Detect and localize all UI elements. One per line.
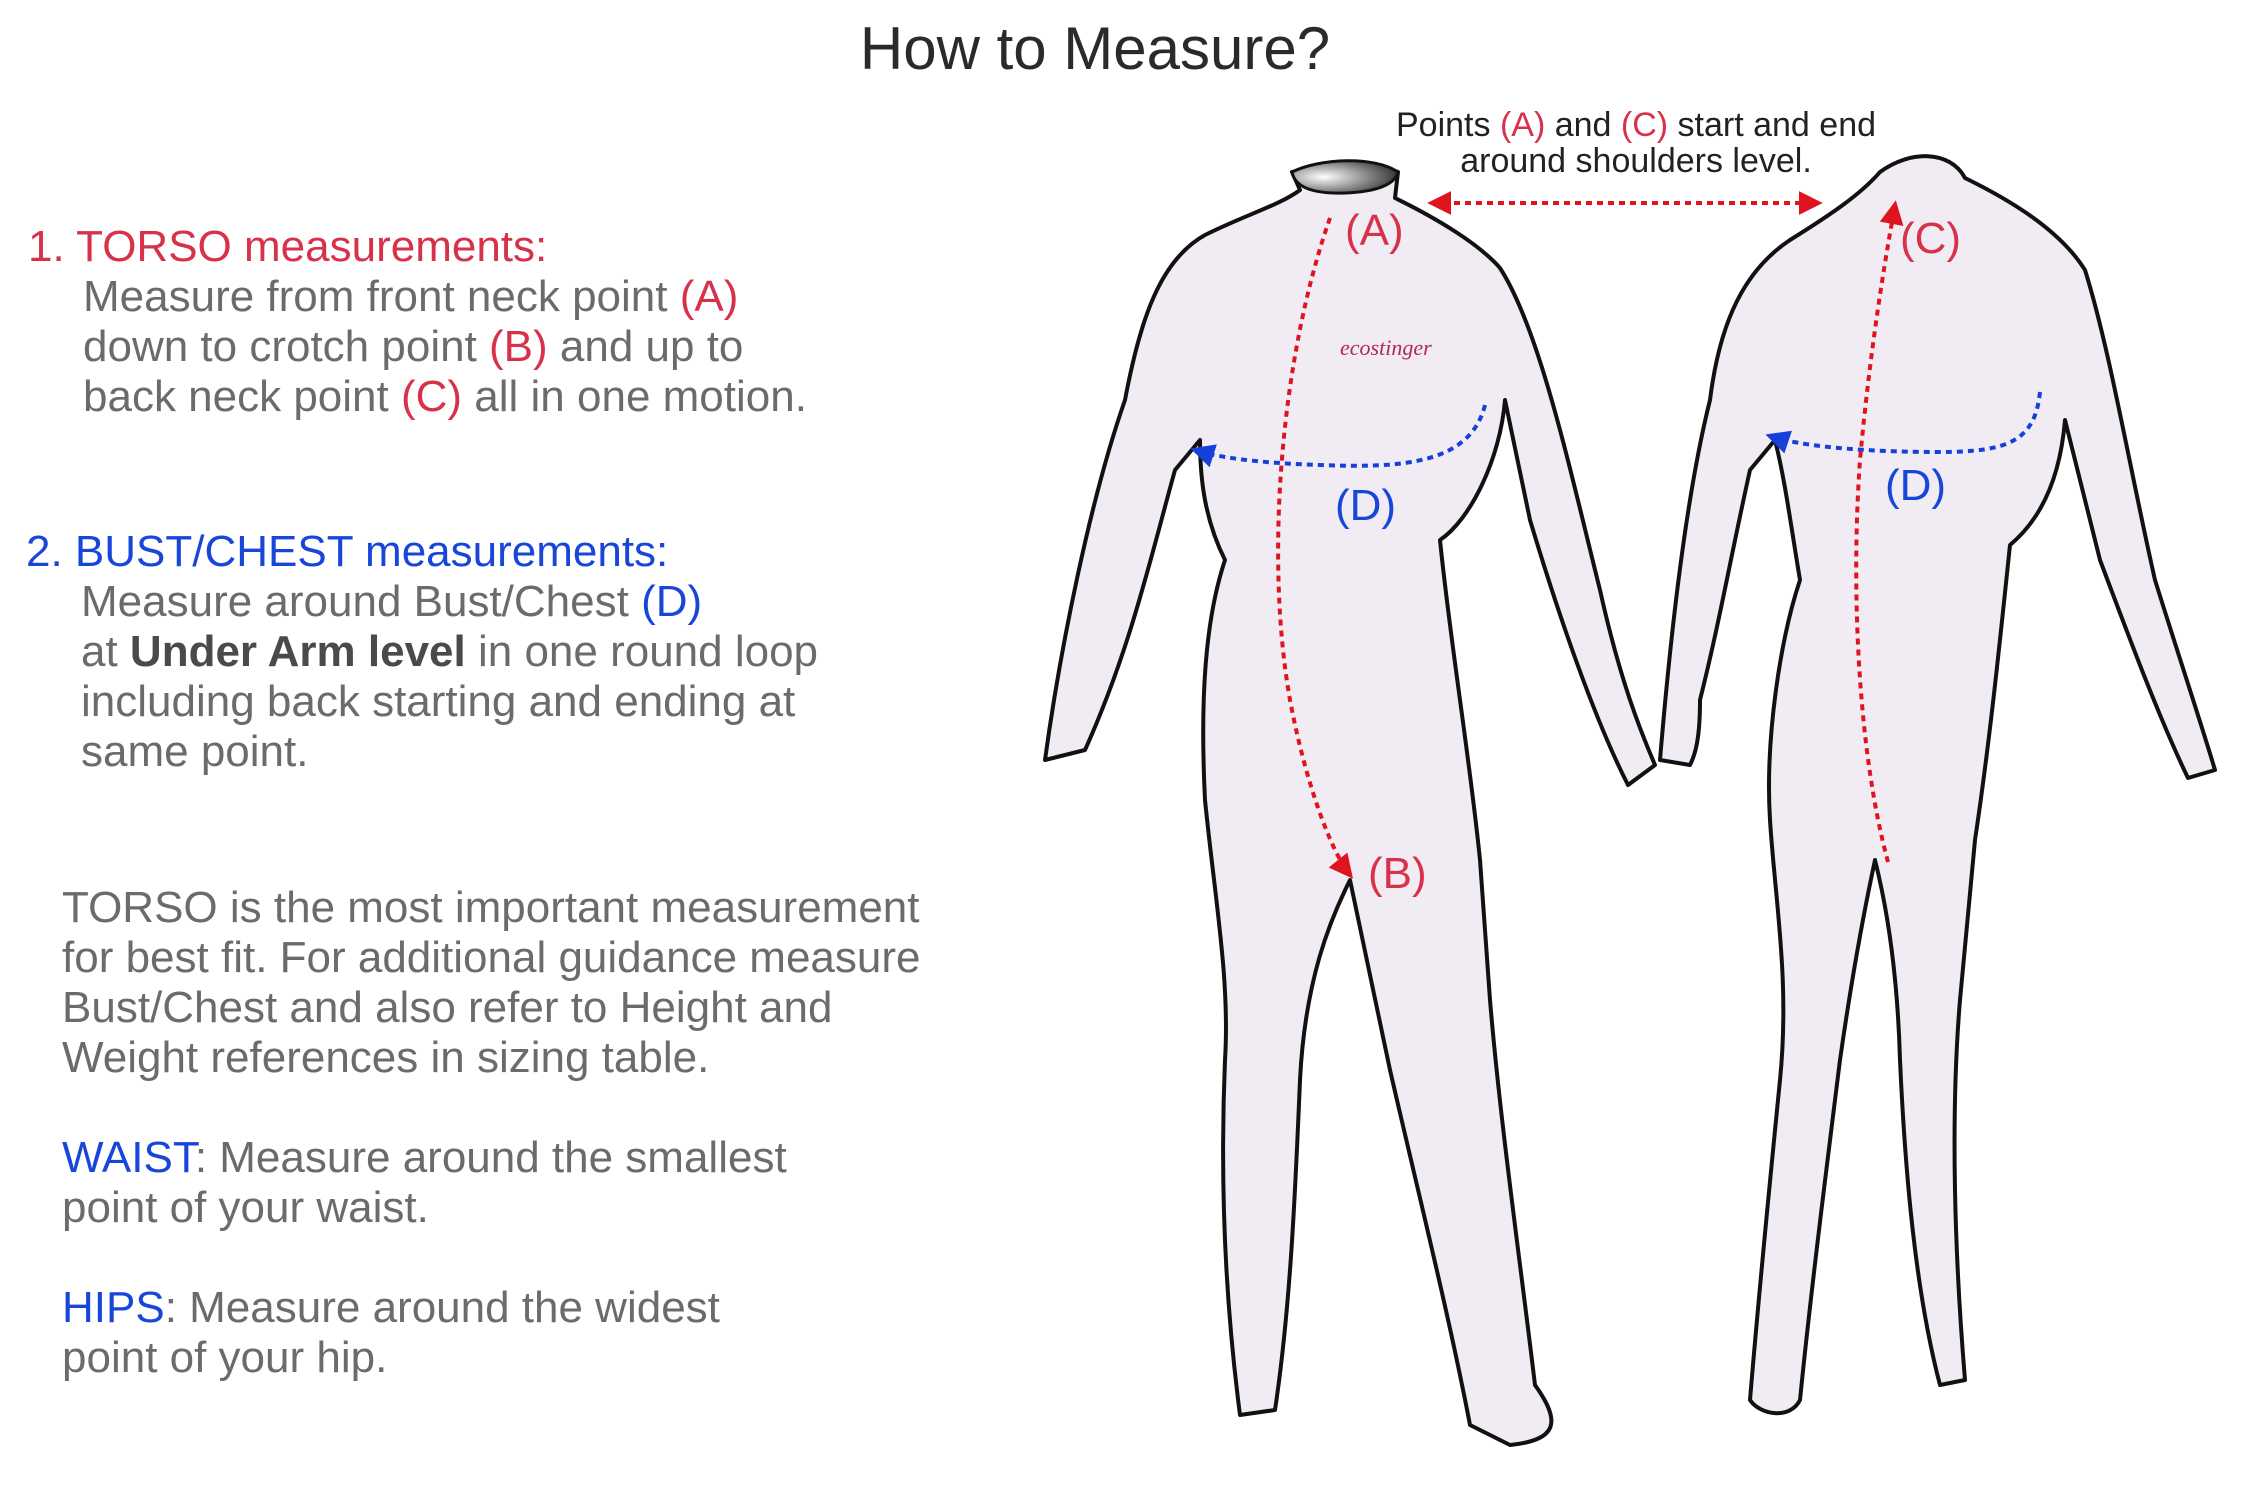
torso-line-2-text: down to crotch point <box>83 322 490 371</box>
waist-label: WAIST <box>62 1133 195 1182</box>
label-point-d-front: (D) <box>1335 481 1396 530</box>
shoulder-note: Points (A) and (C) start and end <box>1396 106 1876 144</box>
label-point-d-back: (D) <box>1885 461 1946 510</box>
torso-line-2-end: and up to <box>547 322 744 371</box>
bust-line-1: Measure around Bust/Chest (D) <box>26 577 818 627</box>
torso-importance-note: TORSO is the most important measurement … <box>62 883 920 1083</box>
bust-front-line <box>1190 404 1487 468</box>
shoulder-note-point-c: (C) <box>1621 106 1668 144</box>
waist-note: WAIST: Measure around the smallest point… <box>62 1133 920 1233</box>
hips-line-1: : Measure around the widest <box>164 1283 720 1332</box>
torso-line-1: Measure from front neck point (A) <box>28 272 807 322</box>
bust-line-2-end: in one round loop <box>465 627 819 676</box>
torso-line-3-text: back neck point <box>83 372 401 421</box>
front-suit-outline <box>1043 162 1657 1447</box>
shoulder-note-point-a: (A) <box>1500 106 1545 144</box>
brand-logo: ecostinger <box>1340 335 1432 360</box>
point-d-ref: (D) <box>641 577 703 626</box>
label-point-b: (B) <box>1368 849 1427 898</box>
note-line-3: Bust/Chest and also refer to Height and <box>62 983 833 1032</box>
note-line-1: TORSO is the most important measurement <box>62 883 920 932</box>
bust-instructions: 2. BUST/CHEST measurements: Measure arou… <box>26 527 818 777</box>
point-c-ref: (C) <box>400 372 463 421</box>
bust-line-2-text: at <box>81 627 130 676</box>
torso-heading: 1. TORSO measurements: <box>28 222 548 271</box>
hips-note: HIPS: Measure around the widest point of… <box>62 1283 920 1383</box>
shoulder-note-part-1: Points <box>1396 106 1500 144</box>
page-title: How to Measure? <box>859 15 1331 82</box>
torso-line-1-text: Measure from front neck point <box>83 272 680 321</box>
torso-line-2: down to crotch point (B) and up to <box>28 322 807 372</box>
waist-line-2: point of your waist. <box>62 1183 429 1232</box>
bust-line-1-text: Measure around Bust/Chest <box>81 577 642 626</box>
note-line-2: for best fit. For additional guidance me… <box>62 933 921 982</box>
waist-line-1: : Measure around the smallest <box>194 1133 787 1182</box>
back-suit-outline <box>1658 154 2217 1416</box>
shoulder-note-part-3: start and end <box>1668 106 1876 144</box>
shoulder-note-line-2: around shoulders level. <box>1460 142 1812 180</box>
measurement-notes: TORSO is the most important measurement … <box>62 883 920 1433</box>
point-a-ref: (A) <box>679 272 739 321</box>
torso-line-3: back neck point (C) all in one motion. <box>28 372 807 422</box>
point-b-ref: (B) <box>489 322 548 371</box>
bust-line-3: including back starting and ending at <box>81 677 796 726</box>
bust-back-line <box>1765 391 2042 455</box>
label-point-a: (A) <box>1345 206 1404 255</box>
bust-heading: 2. BUST/CHEST measurements: <box>26 527 669 576</box>
hips-line-2: point of your hip. <box>62 1333 388 1382</box>
front-collar <box>1290 159 1400 195</box>
note-line-4: Weight references in sizing table. <box>62 1033 710 1082</box>
under-arm-emphasis: Under Arm level <box>129 627 466 676</box>
torso-instructions: 1. TORSO measurements: Measure from fron… <box>28 222 807 422</box>
torso-front-line <box>1276 217 1353 879</box>
label-point-c: (C) <box>1900 214 1961 263</box>
torso-back-line <box>1854 200 1904 863</box>
hips-label: HIPS <box>62 1283 165 1332</box>
bust-line-4: same point. <box>81 727 309 776</box>
torso-line-3-end: all in one motion. <box>462 372 807 421</box>
shoulder-note-part-2: and <box>1545 106 1621 144</box>
bust-line-2: at Under Arm level in one round loop <box>26 627 818 677</box>
